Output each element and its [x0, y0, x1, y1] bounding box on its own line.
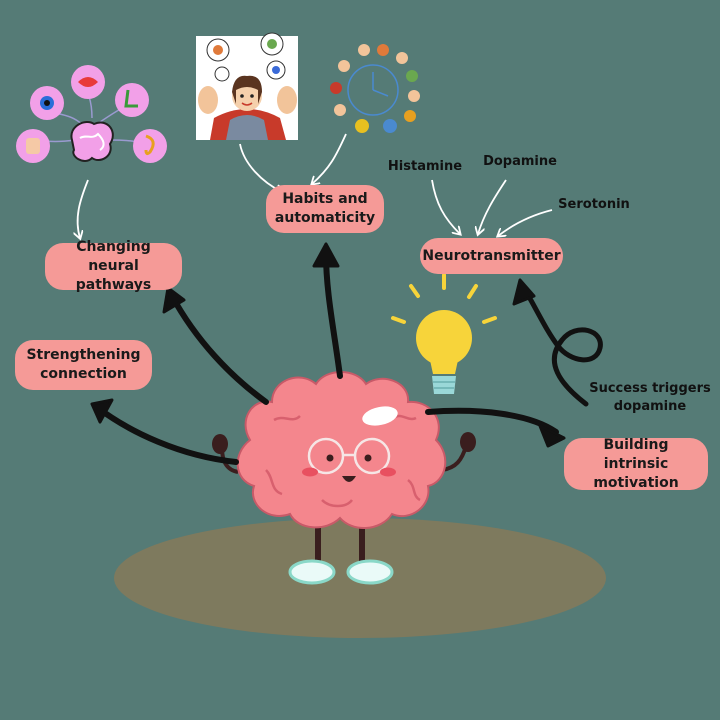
- node-neurotransmitter: Neurotransmitter: [420, 238, 563, 274]
- main-arrows: [90, 242, 603, 465]
- label-histamine: Histamine: [387, 159, 463, 174]
- node-changing-neural-pathways: Changing neural pathways: [45, 239, 182, 293]
- lightbulb-icon: [391, 273, 497, 394]
- node-strengthening-connection: Strengthening connection: [15, 340, 152, 390]
- node-building-intrinsic-motivation: Building intrinsic motivation: [564, 437, 708, 491]
- label-dopamine: Dopamine: [483, 154, 557, 169]
- daily-routine-clock-icon: [330, 44, 420, 133]
- label-success-triggers-dopamine: Success triggers dopamine: [589, 381, 711, 414]
- label-serotonin: Serotonin: [558, 197, 630, 212]
- brain-character-icon: [212, 371, 476, 585]
- strong-person-icon: [196, 32, 298, 140]
- node-habits-and-automaticity: Habits and automaticity: [266, 185, 384, 233]
- thin-arrows: [78, 133, 553, 238]
- senses-brain-icon: [16, 65, 167, 163]
